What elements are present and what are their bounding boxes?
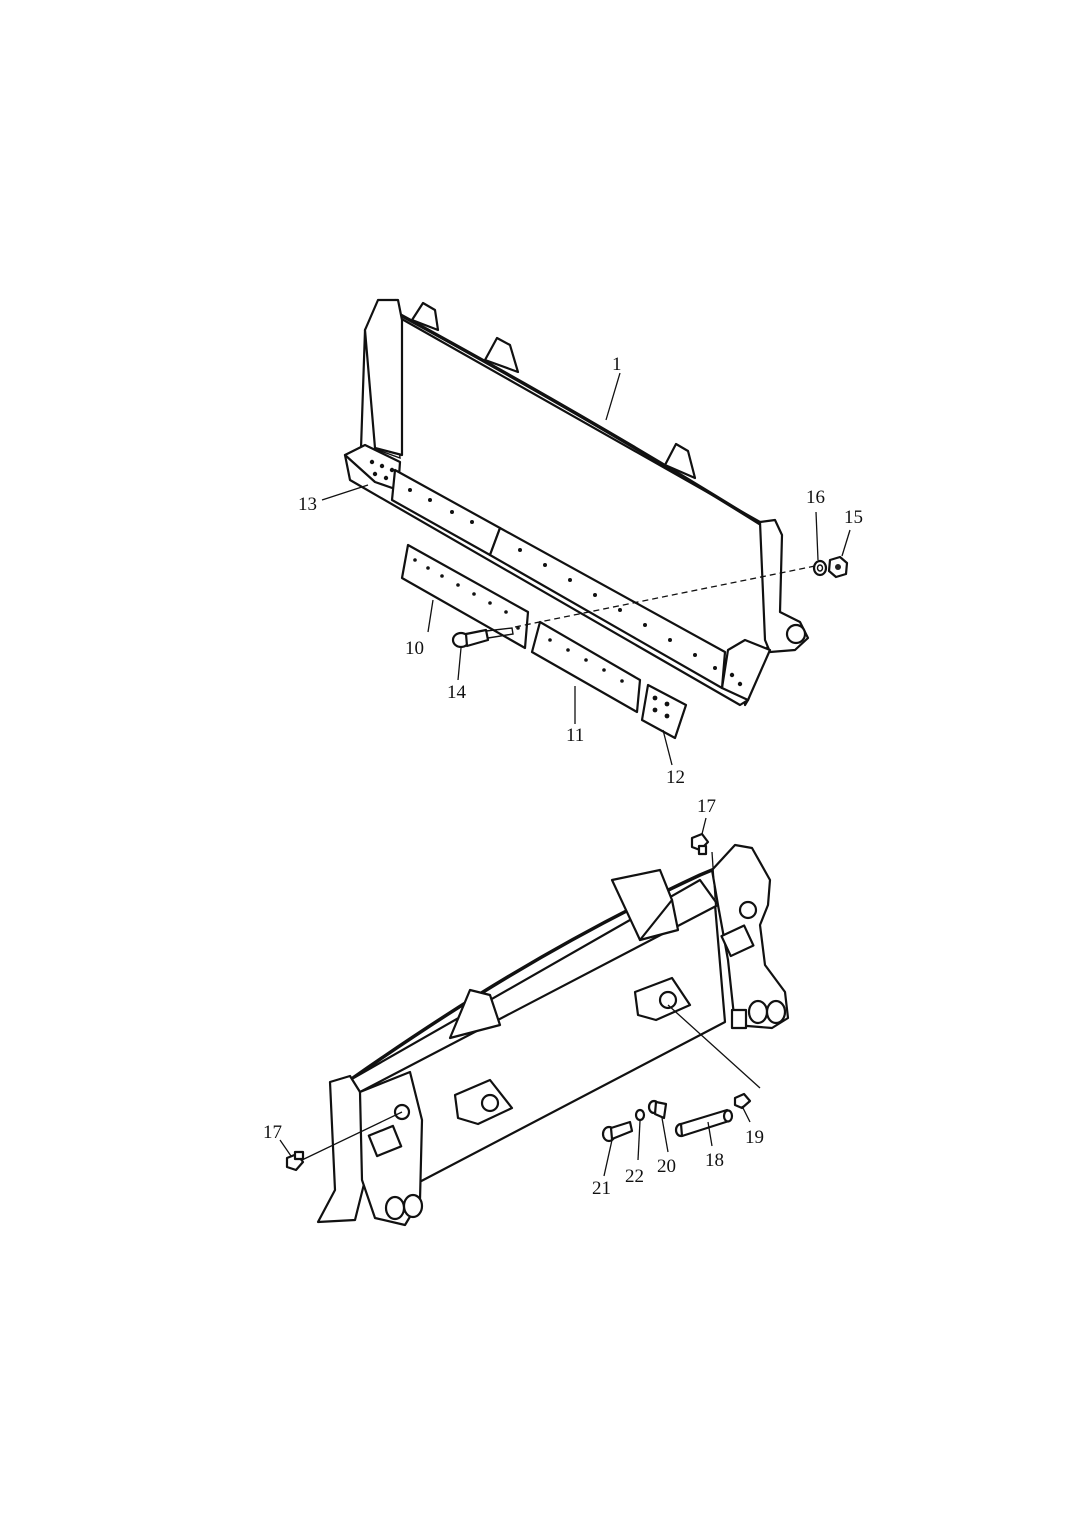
blade-holes xyxy=(369,459,743,687)
frame-right-window xyxy=(720,924,755,958)
callout-12: 12 xyxy=(666,767,685,788)
part-15-nut xyxy=(827,555,849,579)
frame-stiffener-1 xyxy=(448,988,502,1040)
frame-mount-pad-left-boss xyxy=(480,1093,500,1113)
callout-15: 15 xyxy=(844,507,863,528)
part-16-washer xyxy=(812,559,828,577)
callout-labels: 1 13 16 15 10 14 11 12 17 17 19 18 20 22… xyxy=(263,354,863,1199)
frame-left-upright xyxy=(316,1074,367,1224)
frame-right-boss xyxy=(738,900,758,920)
frame-left-lug-1 xyxy=(384,1195,406,1221)
callout-16: 16 xyxy=(806,487,825,508)
assembly-line-fitting-top xyxy=(711,851,717,913)
blade-rib-1 xyxy=(410,301,440,332)
part-14-bolt xyxy=(451,627,514,649)
callout-17-left: 17 xyxy=(263,1122,282,1143)
callout-19: 19 xyxy=(745,1127,764,1148)
callout-21: 21 xyxy=(592,1178,611,1199)
assembly-line-fitting-left xyxy=(301,1111,403,1161)
assembly-line-bolt-to-nut xyxy=(514,565,816,628)
part-12-end-bit xyxy=(640,683,688,740)
callout-18: 18 xyxy=(705,1150,724,1171)
part-18-pin xyxy=(674,1108,734,1138)
frame-left-lug-2 xyxy=(402,1193,424,1219)
callout-10: 10 xyxy=(405,638,424,659)
part-22-washer xyxy=(634,1108,646,1122)
part-20-bolt xyxy=(647,1099,668,1120)
assembly-line-pin xyxy=(667,1004,761,1089)
blade-top-edge xyxy=(393,310,764,527)
frame-assembly xyxy=(316,843,790,1227)
frame-right-lug-1 xyxy=(747,999,769,1025)
frame-right-lug-2 xyxy=(765,999,787,1025)
blade-assembly xyxy=(343,298,810,707)
callout-14: 14 xyxy=(447,682,467,703)
part-17-grease-fitting-left xyxy=(285,1150,305,1172)
part-11-cutting-edge xyxy=(530,620,642,714)
part-11-holes xyxy=(548,638,624,683)
callout-11: 11 xyxy=(566,725,584,746)
blade-rib-3 xyxy=(663,442,697,480)
frame-right-clip xyxy=(730,1008,748,1030)
blade-pivot-ear xyxy=(785,623,807,645)
part-21-bolt xyxy=(601,1120,634,1143)
part-19-fitting xyxy=(733,1092,752,1110)
blade-rib-2 xyxy=(483,336,520,374)
part-10-cutting-edge xyxy=(400,543,530,650)
frame-mount-pad-right-boss xyxy=(658,990,678,1010)
frame-left-window xyxy=(367,1124,403,1158)
callout-leaders xyxy=(279,372,851,1177)
frame-stiffener-3 xyxy=(610,868,674,942)
blade-right-corner xyxy=(720,638,772,702)
part-17-grease-fitting-top xyxy=(690,832,710,856)
callout-17-top: 17 xyxy=(697,796,716,817)
blade-left-end-plate xyxy=(363,298,404,457)
callout-13: 13 xyxy=(298,494,317,515)
callout-20: 20 xyxy=(657,1156,676,1177)
callout-1: 1 xyxy=(612,354,622,375)
callout-22: 22 xyxy=(625,1166,644,1187)
part-10-holes xyxy=(413,558,520,630)
